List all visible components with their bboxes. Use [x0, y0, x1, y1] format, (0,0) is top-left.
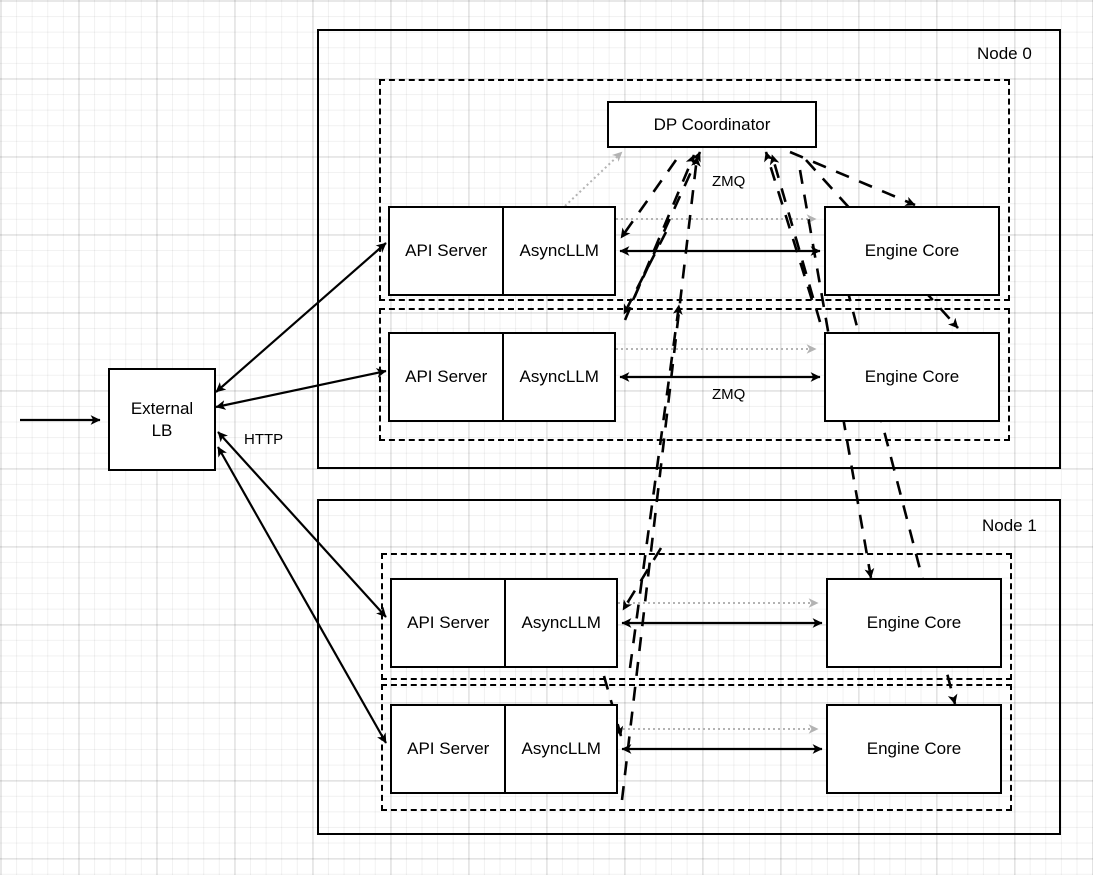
node-1-label: Node 1: [982, 516, 1037, 535]
async-llm-label: AsyncLLM: [519, 367, 599, 386]
api-server-label: API Server: [392, 580, 507, 666]
node-0-engine-group-1: [379, 308, 1010, 441]
zmq-label-middle: ZMQ: [712, 386, 746, 403]
node-1-engine-group-0: [381, 553, 1012, 680]
dp-coordinator-label: DP Coordinator: [653, 114, 771, 134]
dp-coordinator-box[interactable]: DP Coordinator: [607, 101, 817, 148]
node-0-engine-group-0: [379, 79, 1010, 301]
external-lb-box[interactable]: External LB: [108, 368, 216, 471]
api-server-label: API Server: [390, 208, 505, 294]
node-0-api-server-unit-0[interactable]: API Server AsyncLLM: [388, 206, 616, 296]
external-lb-label-line2: LB: [151, 420, 173, 440]
node-1-api-server-unit-1[interactable]: API Server AsyncLLM: [390, 704, 618, 794]
http-label: HTTP: [244, 431, 284, 448]
node-1-engine-group-1: [381, 684, 1012, 811]
engine-core-label: Engine Core: [866, 613, 962, 633]
node-0-engine-core-1[interactable]: Engine Core: [824, 332, 1000, 422]
zmq-label-top: ZMQ: [712, 173, 746, 190]
node-0-engine-core-0[interactable]: Engine Core: [824, 206, 1000, 296]
node-1-api-server-unit-0[interactable]: API Server AsyncLLM: [390, 578, 618, 668]
node-0-label: Node 0: [977, 44, 1032, 63]
engine-core-label: Engine Core: [864, 367, 960, 387]
api-server-label: API Server: [392, 706, 507, 792]
node-1-container: [317, 499, 1061, 835]
async-llm-label: AsyncLLM: [521, 739, 601, 758]
node-0-container: [317, 29, 1061, 469]
api-server-label: API Server: [390, 334, 505, 420]
external-lb-label-line1: External: [130, 399, 194, 419]
async-llm-label: AsyncLLM: [519, 241, 599, 260]
node-0-api-server-unit-1[interactable]: API Server AsyncLLM: [388, 332, 616, 422]
engine-core-label: Engine Core: [864, 241, 960, 261]
node-1-engine-core-1[interactable]: Engine Core: [826, 704, 1002, 794]
engine-core-label: Engine Core: [866, 739, 962, 759]
async-llm-label: AsyncLLM: [521, 613, 601, 632]
node-1-engine-core-0[interactable]: Engine Core: [826, 578, 1002, 668]
